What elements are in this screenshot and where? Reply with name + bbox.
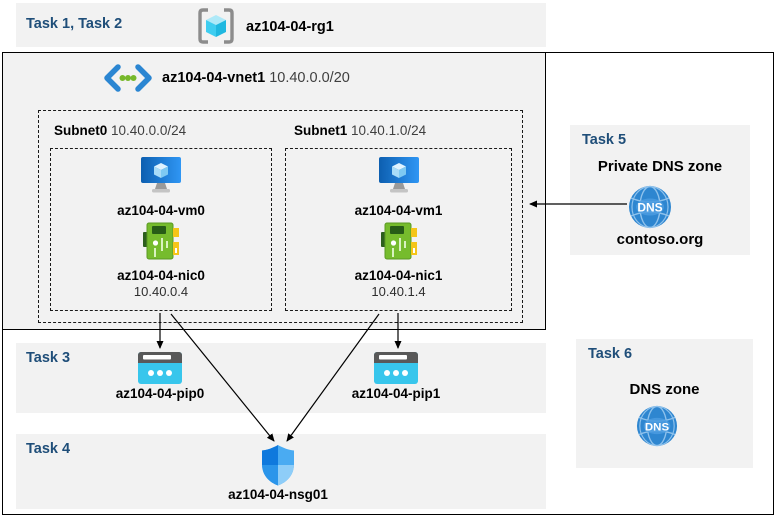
- network-security-group-icon: [262, 445, 294, 486]
- pip0-name: az104-04-pip0: [115, 386, 205, 401]
- subnet1-box: [285, 148, 512, 311]
- nic1-name: az104-04-nic1: [354, 268, 443, 283]
- subnet0-box: [50, 148, 272, 311]
- virtual-network-icon: [104, 64, 152, 92]
- dns-icon-label: DNS: [637, 201, 662, 215]
- subnets-container-box: [38, 110, 523, 323]
- task3-band: [16, 343, 546, 413]
- private-dns-zone-title: Private DNS zone: [597, 158, 723, 175]
- vm1-name: az104-04-vm1: [354, 203, 443, 218]
- resource-group-name: az104-04-rg1: [246, 19, 334, 35]
- dns-zone-icon: DNS: [629, 185, 671, 229]
- nic0-name: az104-04-nic0: [117, 268, 205, 283]
- vnet-title: az104-04-vnet1 10.40.0.0/20: [162, 70, 350, 86]
- vnet-cidr: 10.40.0.0/20: [269, 70, 350, 86]
- nsg-name: az104-04-nsg01: [228, 487, 328, 502]
- public-ip-icon: [374, 352, 418, 384]
- virtual-machine-icon: [141, 157, 181, 193]
- dns-zone-title: DNS zone: [629, 381, 700, 398]
- task4-label: Task 4: [26, 441, 71, 457]
- public-ip-icon: [138, 352, 182, 384]
- dns-zone-icon: DNS: [636, 405, 678, 447]
- private-dns-zone-name: contoso.org: [616, 231, 704, 248]
- task3-label: Task 3: [26, 350, 71, 366]
- nic0-ip: 10.40.0.4: [133, 284, 189, 299]
- vnet-name: az104-04-vnet1: [162, 70, 266, 86]
- task6-label: Task 6: [588, 346, 633, 362]
- virtual-machine-icon: [378, 157, 419, 193]
- task5-box: Task 5 Private DNS zone DNS contoso.org: [570, 125, 750, 255]
- subnet1-content: az104-04-vm1 az104-04-nic1 10.40.1.4: [285, 156, 512, 299]
- subnet0-name: Subnet0: [54, 123, 108, 138]
- subnet1-name: Subnet1: [294, 123, 348, 138]
- task6-box: Task 6 DNS zone DNS: [576, 339, 753, 468]
- dns-icon-label: DNS: [645, 421, 670, 433]
- subnet0-content: az104-04-vm0 az104-04-nic0 10.40.0.4: [50, 156, 272, 299]
- resource-group-band: [16, 3, 546, 47]
- subnet0-label: Subnet0 10.40.0.0/24: [54, 123, 186, 138]
- network-interface-icon: [143, 222, 179, 260]
- resource-group-icon: [198, 8, 234, 44]
- pip1-name: az104-04-pip1: [351, 386, 441, 401]
- subnet1-cidr: 10.40.1.0/24: [351, 123, 427, 138]
- subnet1-label: Subnet1 10.40.1.0/24: [294, 123, 426, 138]
- vm0-name: az104-04-vm0: [117, 203, 205, 218]
- task-1-2-label: Task 1, Task 2: [26, 16, 123, 32]
- vnet-header: az104-04-vnet1 10.40.0.0/20: [104, 64, 350, 92]
- subnet0-cidr: 10.40.0.0/24: [111, 123, 187, 138]
- nic1-ip: 10.40.1.4: [371, 284, 426, 299]
- vnet-box: [2, 52, 546, 330]
- network-interface-icon: [380, 222, 417, 260]
- task5-label: Task 5: [582, 132, 627, 148]
